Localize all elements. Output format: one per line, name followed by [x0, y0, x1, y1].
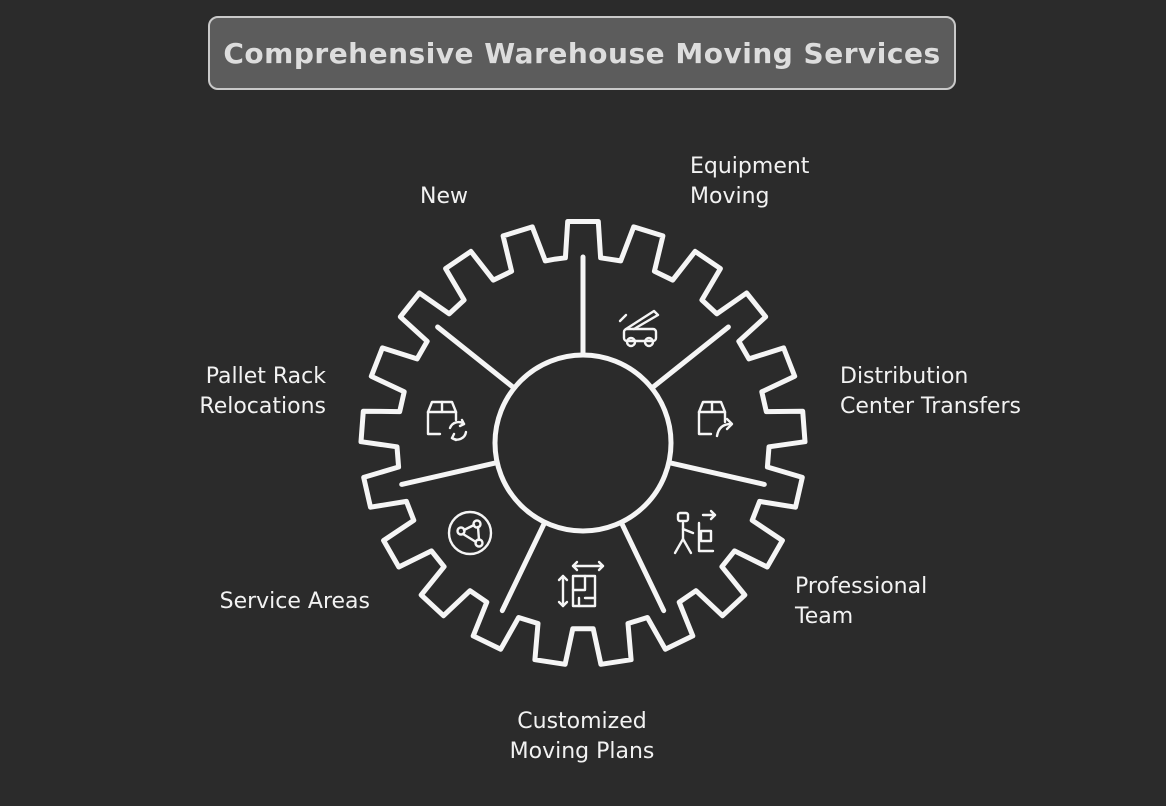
diagram-title: Comprehensive Warehouse Moving Services [223, 36, 941, 70]
gear-hub [492, 352, 674, 534]
gear-divider [499, 519, 548, 614]
gear-divider [649, 324, 731, 391]
box-recycle-icon [426, 400, 468, 442]
label-customized-moving-plans: Customized Moving Plans [509, 709, 655, 764]
title-box: Comprehensive Warehouse Moving Services [208, 16, 956, 90]
crane-truck-icon [618, 309, 660, 348]
gear-dividers [399, 254, 767, 614]
map-network-icon [447, 510, 493, 556]
gear-outline [358, 219, 808, 667]
gear-divider [399, 460, 500, 487]
gear-divider [618, 519, 667, 614]
label-equipment-moving: Equipment Moving [690, 154, 810, 209]
floor-plan-icon [557, 560, 605, 608]
worker-dolly-icon [673, 509, 717, 555]
label-pallet-rack-relocations: Pallet Rack Relocations [199, 364, 326, 419]
label-distribution-center-transfers: Distribution Center Transfers [840, 364, 1021, 419]
label-new: New [420, 184, 468, 209]
gear-divider [435, 324, 517, 391]
box-arrow-icon [697, 400, 734, 438]
gear-divider [666, 460, 767, 487]
label-professional-team: Professional Team [795, 574, 928, 629]
label-service-areas: Service Areas [219, 589, 370, 614]
